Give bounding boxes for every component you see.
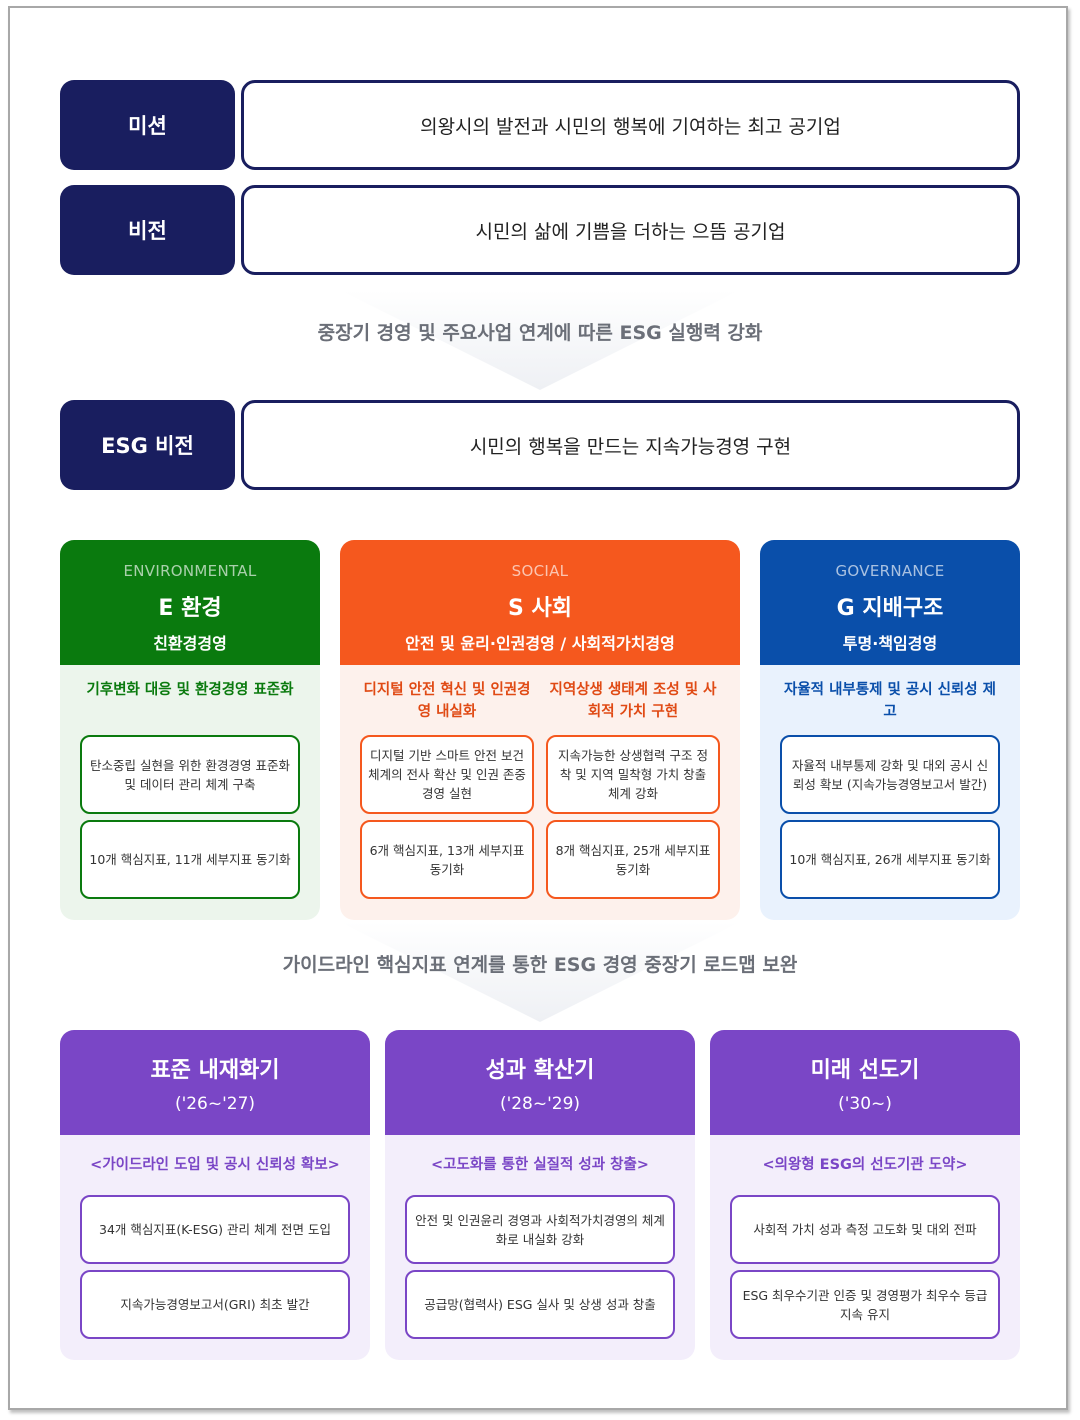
pillar-environmental: ENVIRONMENTAL E 환경 친환경경영 기후변화 대응 및 환경경영 … [60, 540, 320, 920]
vision-row: 비전 시민의 삶에 기쁨을 더하는 으뜸 공기업 [60, 185, 1020, 275]
phase-body: <가이드라인 도입 및 공시 신뢰성 확보> 34개 핵심지표(K-ESG) 관… [60, 1135, 370, 1360]
indicator-box: 6개 핵심지표, 13개 세부지표 동기화 [360, 820, 534, 899]
phase-goal: <고도화를 통한 실질적 성과 창출> [431, 1157, 649, 1173]
pillar-body: 디지털 안전 혁신 및 인권경영 내실화 디지털 기반 스마트 안전 보건 체계… [340, 665, 740, 920]
phase-item: 34개 핵심지표(K-ESG) 관리 체계 전면 도입 [80, 1195, 350, 1264]
phase-period: ('26~'27) [174, 1094, 256, 1114]
roadmap-phase-3: 미래 선도기 ('30~) <의왕형 ESG의 선도기관 도약> 사회적 가치 … [710, 1030, 1020, 1360]
phase-item: 지속가능경영보고서(GRI) 최초 발간 [80, 1270, 350, 1339]
pillar-english-label: SOCIAL [511, 562, 569, 580]
pillar-social: SOCIAL S 사회 안전 및 윤리·인권경영 / 사회적가치경영 디지털 안… [340, 540, 740, 920]
vision-label: 비전 [60, 185, 235, 275]
phase-item: ESG 최우수기관 인증 및 경영평가 최우수 등급 지속 유지 [730, 1270, 1000, 1339]
roadmap-phase-1: 표준 내재화기 ('26~'27) <가이드라인 도입 및 공시 신뢰성 확보>… [60, 1030, 370, 1360]
pillar-title: E 환경 [158, 596, 222, 621]
pillar-subtitle: 투명·책임경영 [842, 634, 938, 653]
esg-vision-value: 시민의 행복을 만드는 지속가능경영 구현 [241, 400, 1020, 490]
strategic-goal: 지역상생 생태계 조성 및 사회적 가치 구현 [549, 682, 717, 720]
pillar-subtitle: 친환경경영 [153, 634, 227, 653]
vision-value: 시민의 삶에 기쁨을 더하는 으뜸 공기업 [241, 185, 1020, 275]
pillar-title: S 사회 [508, 596, 572, 621]
connector-arrow-1: 중장기 경영 및 주요사업 연계에 따른 ESG 실행력 강화 [60, 290, 1020, 390]
phase-goal: <가이드라인 도입 및 공시 신뢰성 확보> [90, 1157, 340, 1173]
phase-header: 성과 확산기 ('28~'29) [385, 1030, 695, 1135]
strategic-goal: 디지털 안전 혁신 및 인권경영 내실화 [363, 682, 531, 720]
pillar-header: ENVIRONMENTAL E 환경 친환경경영 [60, 540, 320, 665]
roadmap-phase-2: 성과 확산기 ('28~'29) <고도화를 통한 실질적 성과 창출> 안전 … [385, 1030, 695, 1360]
connector-text-1: 중장기 경영 및 주요사업 연계에 따른 ESG 실행력 강화 [317, 322, 763, 344]
phase-item: 공급망(협력사) ESG 실사 및 상생 성과 창출 [405, 1270, 675, 1339]
phase-body: <의왕형 ESG의 선도기관 도약> 사회적 가치 성과 측정 고도화 및 대외… [710, 1135, 1020, 1360]
esg-vision-label: ESG 비전 [60, 400, 235, 490]
goal-column: 디지털 안전 혁신 및 인권경영 내실화 디지털 기반 스마트 안전 보건 체계… [360, 679, 534, 905]
mission-value: 의왕시의 발전과 시민의 행복에 기여하는 최고 공기업 [241, 80, 1020, 170]
pillar-body: 자율적 내부통제 및 공시 신뢰성 제고 자율적 내부통제 강화 및 대외 공시… [760, 665, 1020, 920]
phase-item: 안전 및 인권윤리 경영과 사회적가치경영의 체계화로 내실화 강화 [405, 1195, 675, 1264]
indicator-box: 10개 핵심지표, 11개 세부지표 동기화 [80, 820, 300, 899]
indicator-box: 8개 핵심지표, 25개 세부지표 동기화 [546, 820, 720, 899]
connector-text-2: 가이드라인 핵심지표 연계를 통한 ESG 경영 중장기 로드맵 보완 [282, 954, 798, 976]
strategic-goal: 자율적 내부통제 및 공시 신뢰성 제고 [784, 682, 996, 720]
phase-item: 사회적 가치 성과 측정 고도화 및 대외 전파 [730, 1195, 1000, 1264]
phase-goal: <의왕형 ESG의 선도기관 도약> [762, 1157, 968, 1173]
phase-name: 표준 내재화기 [150, 1058, 280, 1083]
pillar-title: G 지배구조 [836, 596, 944, 621]
mission-row: 미션 의왕시의 발전과 시민의 행복에 기여하는 최고 공기업 [60, 80, 1020, 170]
task-box: 탄소중립 실현을 위한 환경경영 표준화 및 데이터 관리 체계 구축 [80, 735, 300, 814]
pillar-subtitle: 안전 및 윤리·인권경영 / 사회적가치경영 [405, 634, 675, 653]
pillar-body: 기후변화 대응 및 환경경영 표준화 탄소중립 실현을 위한 환경경영 표준화 … [60, 665, 320, 920]
connector-arrow-2: 가이드라인 핵심지표 연계를 통한 ESG 경영 중장기 로드맵 보완 [60, 922, 1020, 1022]
task-box: 자율적 내부통제 강화 및 대외 공시 신뢰성 확보 (지속가능경영보고서 발간… [780, 735, 1000, 814]
pillar-english-label: ENVIRONMENTAL [123, 562, 257, 580]
pillar-header: SOCIAL S 사회 안전 및 윤리·인권경영 / 사회적가치경영 [340, 540, 740, 665]
phase-name: 성과 확산기 [485, 1058, 595, 1083]
pillar-english-label: GOVERNANCE [835, 562, 945, 580]
phase-period: ('30~) [838, 1094, 892, 1114]
strategic-goal: 기후변화 대응 및 환경경영 표준화 [86, 682, 294, 698]
mission-label: 미션 [60, 80, 235, 170]
phase-period: ('28~'29) [499, 1094, 581, 1114]
goal-column: 지역상생 생태계 조성 및 사회적 가치 구현 지속가능한 상생협력 구조 정착… [546, 679, 720, 905]
phase-name: 미래 선도기 [810, 1058, 920, 1083]
pillar-header: GOVERNANCE G 지배구조 투명·책임경영 [760, 540, 1020, 665]
esg-vision-row: ESG 비전 시민의 행복을 만드는 지속가능경영 구현 [60, 400, 1020, 490]
task-box: 디지털 기반 스마트 안전 보건 체계의 전사 확산 및 인권 존중 경영 실현 [360, 735, 534, 814]
indicator-box: 10개 핵심지표, 26개 세부지표 동기화 [780, 820, 1000, 899]
phase-header: 미래 선도기 ('30~) [710, 1030, 1020, 1135]
task-box: 지속가능한 상생협력 구조 정착 및 지역 밀착형 가치 창출 체계 강화 [546, 735, 720, 814]
pillar-governance: GOVERNANCE G 지배구조 투명·책임경영 자율적 내부통제 및 공시 … [760, 540, 1020, 920]
phase-body: <고도화를 통한 실질적 성과 창출> 안전 및 인권윤리 경영과 사회적가치경… [385, 1135, 695, 1360]
phase-header: 표준 내재화기 ('26~'27) [60, 1030, 370, 1135]
